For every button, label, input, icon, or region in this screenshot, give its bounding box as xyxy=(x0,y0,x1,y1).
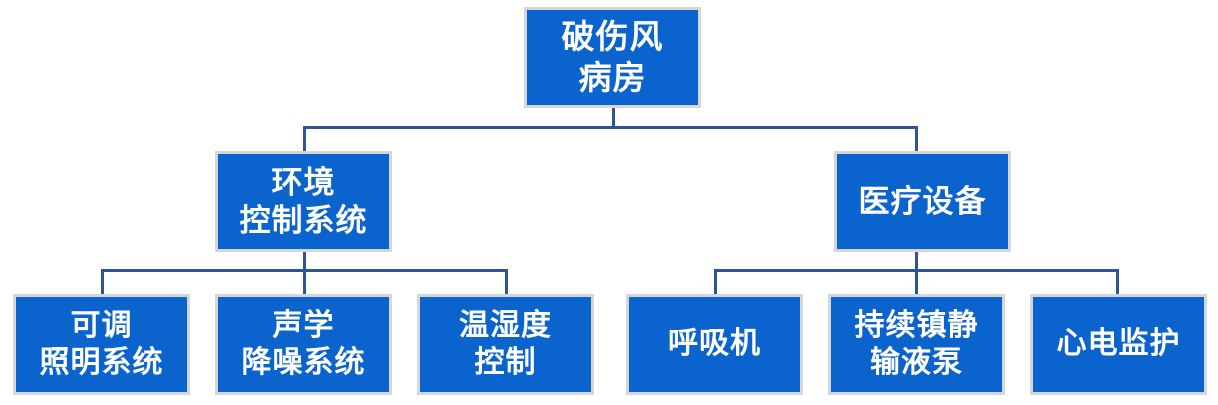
node-temperature-humidity-control[interactable]: 温湿度 控制 xyxy=(417,294,594,395)
node-label: 破伤风 病房 xyxy=(561,18,664,96)
connector-environment-stem xyxy=(303,250,306,272)
node-continuous-sedation-infusion-pump[interactable]: 持续镇静 输液泵 xyxy=(828,294,1005,395)
node-label: 声学 降噪系统 xyxy=(241,308,366,379)
node-label: 环境 控制系统 xyxy=(239,164,368,238)
node-label: 医疗设备 xyxy=(858,183,987,219)
node-label: 持续镇静 输液泵 xyxy=(854,308,979,379)
connector-to-ventilator xyxy=(714,269,717,295)
node-medical-equipment[interactable]: 医疗设备 xyxy=(834,151,1011,252)
node-label: 呼吸机 xyxy=(668,327,761,361)
connector-root-bus xyxy=(303,126,918,129)
node-label: 可调 照明系统 xyxy=(39,308,164,379)
connector-root-stem xyxy=(612,107,615,129)
node-acoustic-noise-reduction-system[interactable]: 声学 降噪系统 xyxy=(215,294,392,395)
connector-to-adjustable-lighting-system xyxy=(101,269,104,295)
connector-to-environment-control-system xyxy=(303,126,306,152)
node-label: 温湿度 控制 xyxy=(459,308,552,379)
connector-to-ecg-monitoring xyxy=(1116,269,1119,295)
connector-medical-stem xyxy=(915,250,918,272)
node-root-tetanus-ward[interactable]: 破伤风 病房 xyxy=(524,7,701,108)
connector-to-acoustic-noise-reduction-system xyxy=(303,269,306,295)
node-ecg-monitoring[interactable]: 心电监护 xyxy=(1030,294,1207,395)
connector-to-continuous-sedation-infusion-pump xyxy=(915,269,918,295)
node-adjustable-lighting-system[interactable]: 可调 照明系统 xyxy=(13,294,190,395)
connector-to-medical-equipment xyxy=(915,126,918,152)
node-ventilator[interactable]: 呼吸机 xyxy=(626,294,803,395)
node-environment-control-system[interactable]: 环境 控制系统 xyxy=(215,151,392,252)
node-label: 心电监护 xyxy=(1056,327,1181,361)
connector-to-temperature-humidity-control xyxy=(505,269,508,295)
